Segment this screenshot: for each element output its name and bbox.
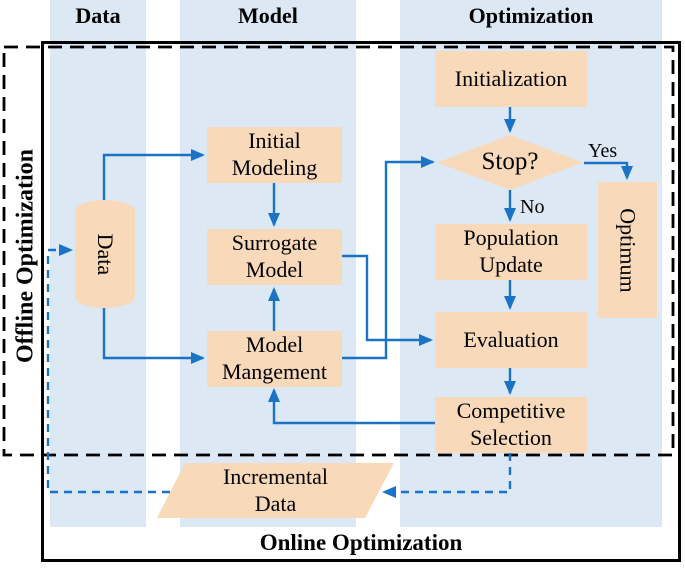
node-initial-modeling-label: Initial Modeling <box>231 128 318 180</box>
column-header-model: Model <box>238 3 298 28</box>
node-initialization-label: Initialization <box>454 65 568 91</box>
node-optimum-label: Optimum <box>615 207 641 293</box>
online-optimization-label: Online Optimization <box>259 530 463 555</box>
node-population-update-label: Population Update <box>463 225 559 277</box>
node-incremental-data: Incremental Data <box>157 463 394 518</box>
node-initialization: Initialization <box>435 51 587 107</box>
node-model-management-label: Model Mangement <box>221 332 328 384</box>
node-optimum: Optimum <box>598 182 657 318</box>
edge-label-yes: Yes <box>588 140 618 162</box>
node-data-store: Data <box>75 200 135 308</box>
node-stop-label: Stop? <box>481 148 539 176</box>
node-surrogate-model: Surrogate Model <box>207 229 342 285</box>
node-initial-modeling: Initial Modeling <box>207 127 342 183</box>
node-evaluation: Evaluation <box>435 312 587 368</box>
node-competitive-selection-label: Competitive Selection <box>456 398 566 450</box>
node-competitive-selection: Competitive Selection <box>435 397 587 453</box>
node-model-management: Model Mangement <box>207 331 342 387</box>
node-data-label: Data <box>93 233 119 275</box>
node-population-update: Population Update <box>435 224 587 280</box>
column-header-data: Data <box>75 3 121 28</box>
edge-label-no: No <box>520 196 545 218</box>
column-header-optimization: Optimization <box>468 3 594 28</box>
node-surrogate-model-label: Surrogate Model <box>231 230 318 282</box>
node-incremental-data-label: Incremental Data <box>222 463 329 516</box>
node-evaluation-label: Evaluation <box>463 326 559 352</box>
